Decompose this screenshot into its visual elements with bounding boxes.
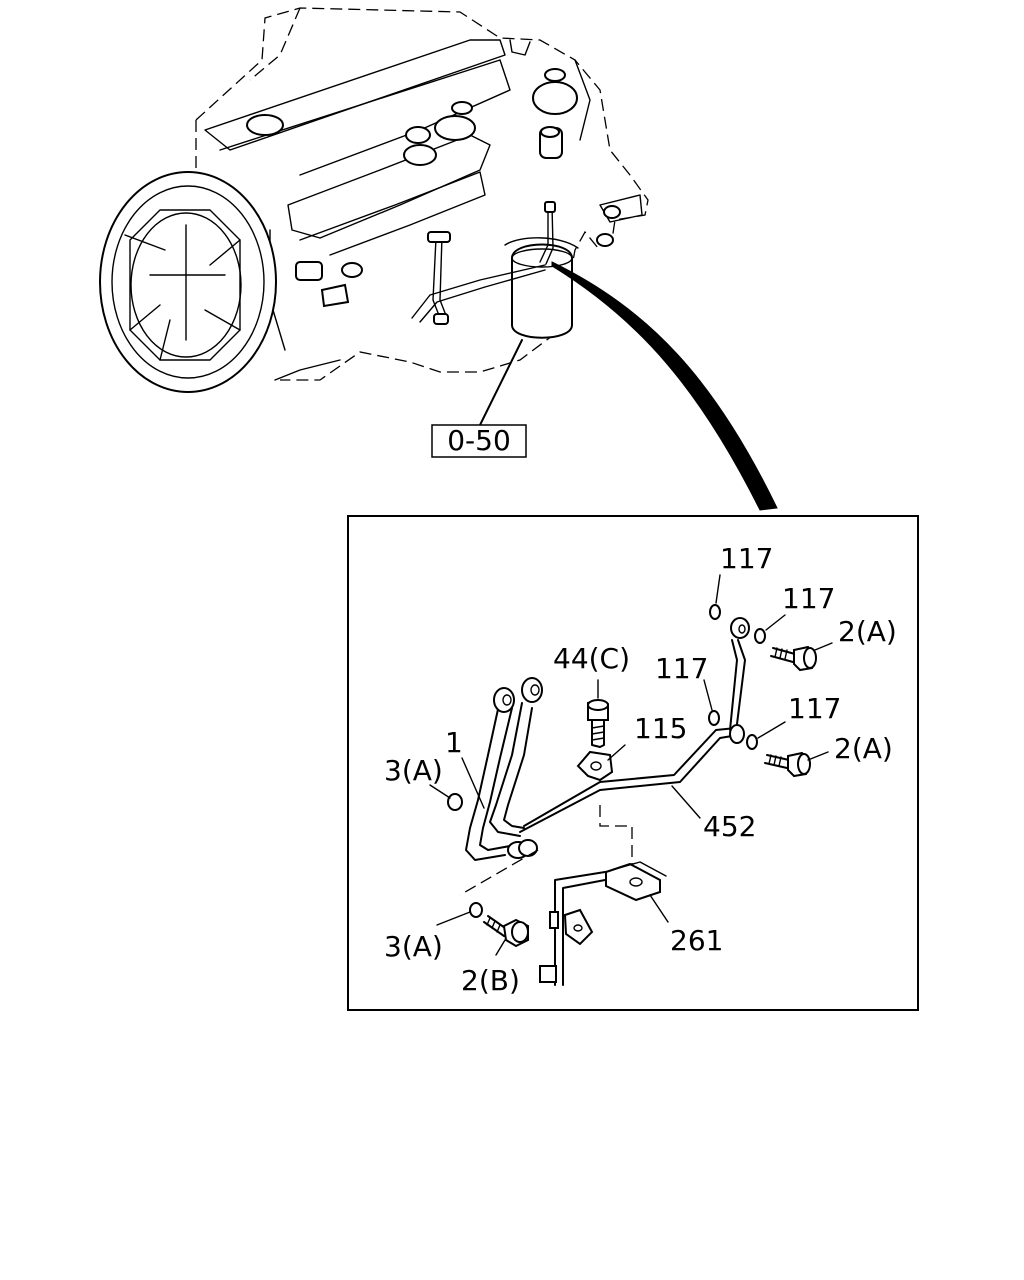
ref-box-label: 0-50 bbox=[447, 424, 511, 457]
callout-117-d: 117 bbox=[788, 692, 841, 725]
callout-261: 261 bbox=[670, 924, 723, 957]
callout-44c: 44(C) bbox=[553, 642, 630, 675]
callout-2a-bottom: 2(A) bbox=[834, 732, 893, 765]
callout-2a-top: 2(A) bbox=[838, 615, 897, 648]
detail-frame bbox=[347, 515, 919, 1011]
oil-pipe-assembly bbox=[447, 604, 817, 986]
callout-labels: 1 3(A) 3(A) 2(B) 44(C) 115 452 261 117 1… bbox=[384, 542, 897, 997]
callout-117-a: 117 bbox=[720, 542, 773, 575]
callout-1: 1 bbox=[445, 726, 463, 759]
reference-box: 0-50 bbox=[431, 424, 527, 458]
callout-3a-top: 3(A) bbox=[384, 754, 443, 787]
callout-115: 115 bbox=[634, 712, 687, 745]
callout-2b: 2(B) bbox=[461, 964, 520, 997]
callout-117-b: 117 bbox=[782, 582, 835, 615]
callout-3a-bottom: 3(A) bbox=[384, 930, 443, 963]
engine-assembly bbox=[99, 7, 649, 426]
detail-pointer bbox=[551, 261, 778, 511]
leader-lines bbox=[429, 574, 833, 956]
callout-117-c: 117 bbox=[655, 652, 708, 685]
callout-452: 452 bbox=[703, 810, 756, 843]
